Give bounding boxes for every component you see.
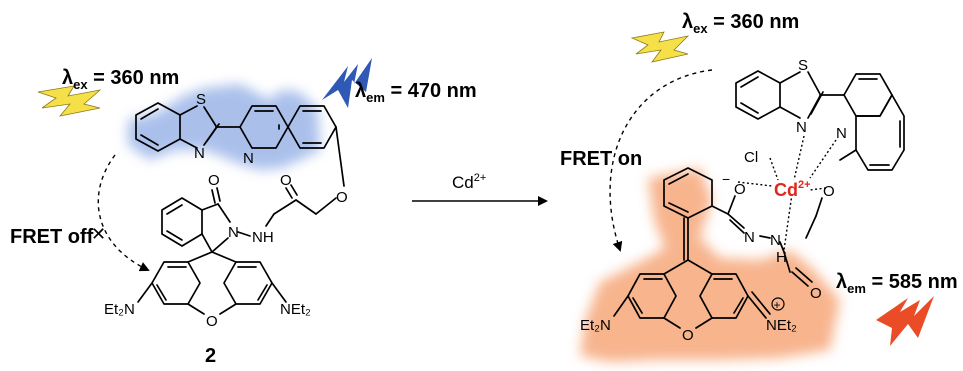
atom-n-thiazole-right: N (796, 119, 807, 136)
fret-off-label: FRET off (10, 226, 94, 248)
excitation-label-left: λex = 360 nm (62, 67, 179, 92)
atom-s-left: S (196, 91, 206, 108)
emission-bolt-left (322, 58, 372, 108)
atom-o-minus-right: O (734, 181, 746, 198)
atom-net2-left-b: NEt₂ (280, 301, 311, 318)
emission-label-right: λem = 585 nm (836, 271, 958, 296)
atom-o-xanthene-left: O (206, 313, 218, 330)
atom-o-xanthene-right: O (682, 327, 694, 344)
atom-cd-right: Cd2+ (774, 179, 811, 200)
atom-nh-left: NH (252, 229, 274, 246)
xanthene-left (137, 251, 287, 315)
quinoline-right (819, 73, 905, 171)
atom-net2-left-a: Et₂N (104, 301, 135, 318)
atom-o-amide-right: O (810, 285, 822, 302)
linker-left (265, 184, 337, 227)
emission-label-left: λem = 470 nm (355, 80, 477, 105)
atom-o-ether-left: O (336, 189, 348, 206)
fret-on-label: FRET on (560, 148, 642, 170)
compound-number-label: 2 (205, 345, 216, 367)
atom-net2-right-b: NEt₂ (766, 317, 797, 334)
atom-n-quinoline-right: N (836, 125, 847, 142)
excitation-bolt-left (37, 85, 102, 117)
atom-o-lactam-left: O (208, 172, 220, 189)
excitation-label-right: λex = 360 nm (682, 11, 799, 36)
atom-o-ether-right: O (823, 183, 835, 200)
atom-n-thiazole-left: N (194, 145, 205, 162)
quinoline-left (215, 105, 345, 187)
atom-n-lactam-left: N (228, 224, 239, 241)
compound-2: S N N O O NH (37, 58, 372, 330)
acceptor-glow-orange (580, 168, 840, 362)
xanthene-right (613, 217, 771, 329)
atom-n-quinoline-left: N (243, 150, 254, 167)
plus-circle-icon (771, 297, 785, 311)
minus-sign-right: − (722, 171, 730, 187)
excitation-bolt-right (630, 31, 690, 63)
emission-bolt-right (876, 296, 934, 346)
fret-off-arrow (97, 154, 150, 272)
atom-nh-h-right: H (776, 249, 787, 266)
atom-nh-n-right: N (770, 232, 781, 249)
benzothiazole-right (735, 70, 824, 120)
atom-cl-right: Cl (744, 149, 758, 166)
spirolactam-left (161, 187, 251, 253)
atom-net2-right-a: Et₂N (580, 317, 611, 334)
atom-n-imine-right: N (744, 229, 755, 246)
atom-o-amide-left: O (280, 172, 292, 189)
atom-s-right: S (798, 57, 808, 74)
reagent-label: Cd2+ (452, 172, 486, 192)
fret-off-cross-icon: ✕ (91, 224, 106, 244)
reaction-arrow: Cd2+ (412, 172, 548, 206)
coordination-bonds (737, 135, 837, 251)
plus-sign-right: + (774, 298, 781, 312)
cd-complex: S N N O Cl Cd2+ (580, 31, 934, 362)
phenyl-hydrazone-right (663, 167, 823, 287)
